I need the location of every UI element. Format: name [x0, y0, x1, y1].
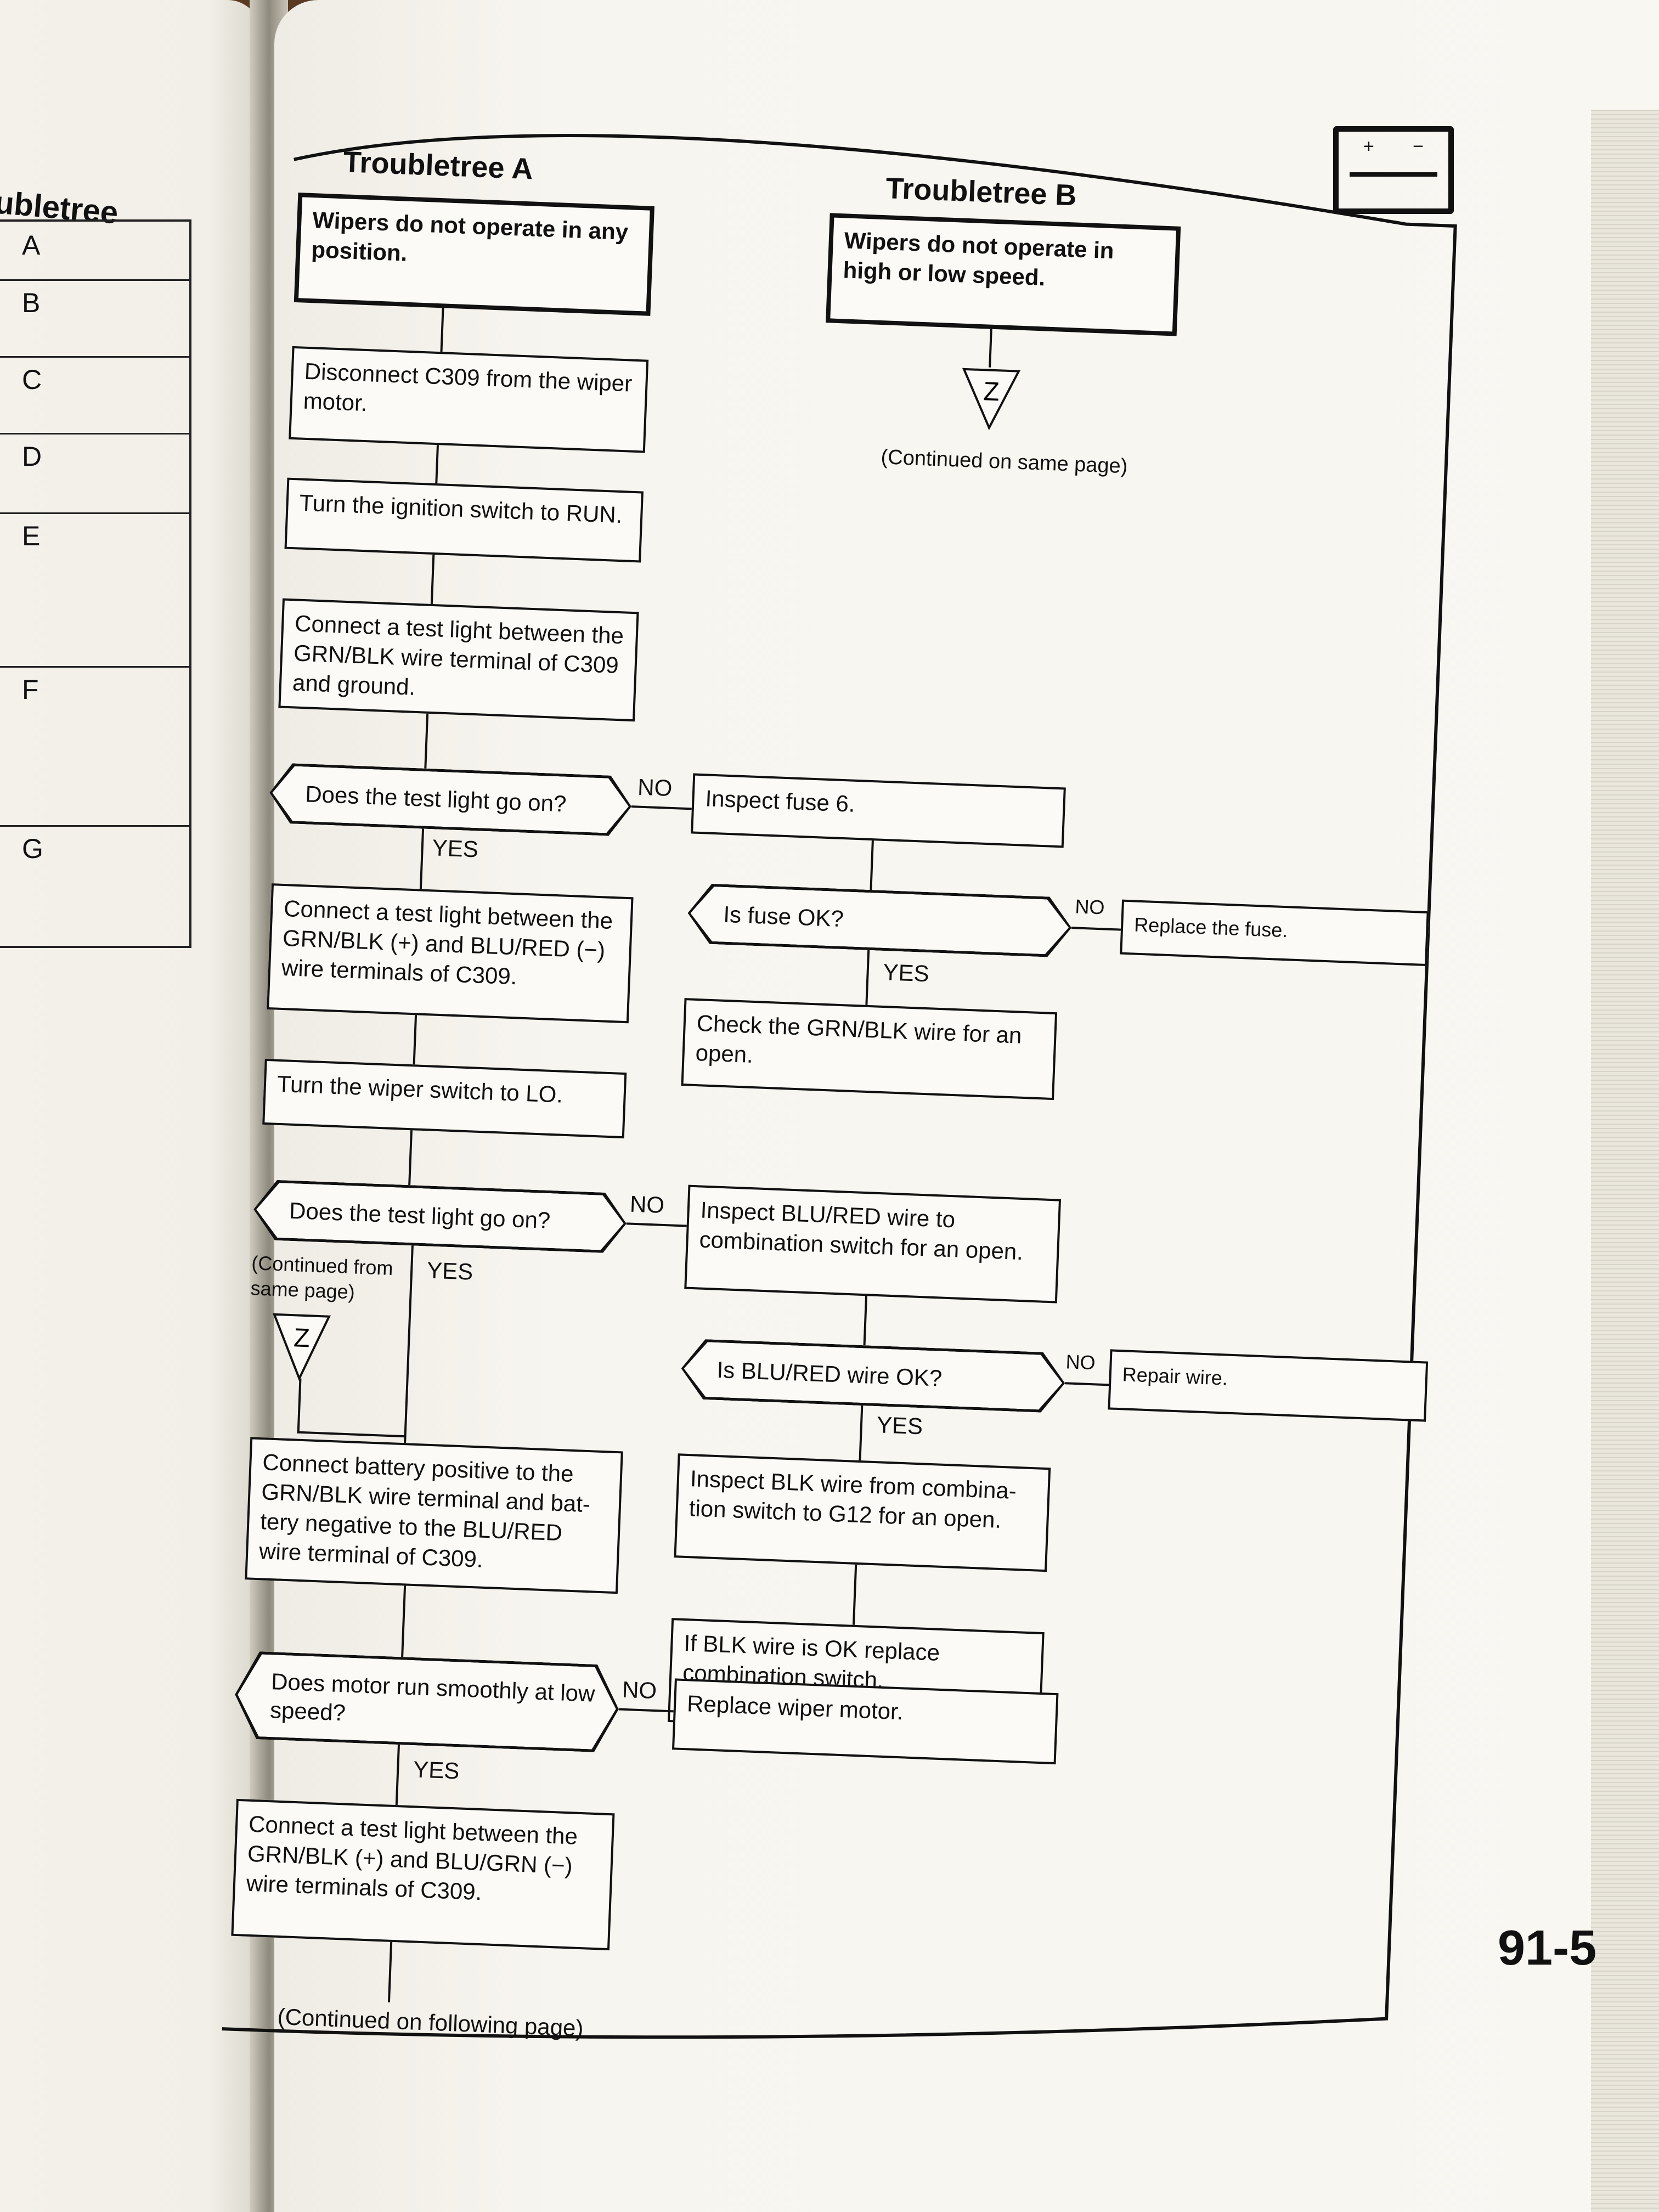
yes-label: YES	[413, 1756, 460, 1784]
decision-box: Does motor run smoothly at low speed?	[233, 1651, 620, 1753]
troubletree-a-title: Troubletree A	[342, 145, 534, 186]
frame-border	[222, 134, 1457, 2039]
no-label: NO	[629, 1190, 665, 1218]
step-box: Connect battery positive to the GRN/BLK …	[245, 1437, 623, 1594]
flowchart: Troubletree A Wipers do not operate in a…	[207, 99, 1579, 2188]
list-item: F	[0, 666, 189, 827]
list-item: G	[22, 833, 43, 864]
page-edges	[1591, 110, 1659, 2212]
no-label: NO	[622, 1676, 658, 1704]
yes-label: YES	[426, 1257, 474, 1285]
yes-label: YES	[876, 1412, 923, 1440]
continued-from-note: (Continued from same page)	[250, 1251, 394, 1304]
step-box: Replace wiper motor.	[672, 1678, 1059, 1765]
step-box: Repair wire.	[1108, 1349, 1429, 1422]
step-box: Check the GRN/BLK wire for an open.	[681, 998, 1058, 1101]
battery-icon: + −	[1333, 126, 1454, 214]
list-item: B	[0, 279, 189, 358]
step-box: Connect a test light between the GRN/BLK…	[267, 883, 634, 1024]
step-box: Disconnect C309 from the wiper motor.	[289, 346, 649, 453]
left-page-table: A B C D E F G	[0, 219, 191, 948]
svg-text:Z: Z	[983, 377, 1000, 407]
start-box-a: Wipers do not operate in any position.	[294, 193, 654, 316]
no-label: NO	[1065, 1350, 1096, 1374]
step-box: Connect a test light between the GRN/BLK…	[231, 1798, 615, 1951]
step-box: Turn the ignition switch to RUN.	[284, 477, 644, 563]
left-page: ubletree A B C D E F G	[0, 0, 261, 2212]
no-label: NO	[1074, 895, 1105, 919]
list-item: D	[0, 433, 189, 514]
connector-z-icon: Z	[962, 368, 1021, 431]
list-item: C	[0, 356, 189, 435]
step-box: Turn the wiper switch to LO.	[262, 1058, 627, 1139]
step-box: Replace the fuse.	[1120, 899, 1429, 967]
step-box: Inspect BLK wire from combina-tion switc…	[674, 1453, 1051, 1572]
connector-z-icon: Z	[272, 1313, 331, 1381]
page-number: 91-5	[1498, 1921, 1597, 1976]
yes-label: YES	[882, 959, 930, 987]
list-item: E	[0, 512, 189, 668]
svg-text:Z: Z	[293, 1323, 310, 1353]
step-box: Connect a test light between the GRN/BLK…	[278, 598, 639, 722]
step-box: Inspect BLU/RED wire to combination swit…	[684, 1184, 1062, 1304]
list-item: A	[0, 222, 189, 281]
yes-label: YES	[431, 834, 479, 862]
start-box-b: Wipers do not operate in high or low spe…	[826, 213, 1181, 336]
no-label: NO	[637, 774, 673, 801]
